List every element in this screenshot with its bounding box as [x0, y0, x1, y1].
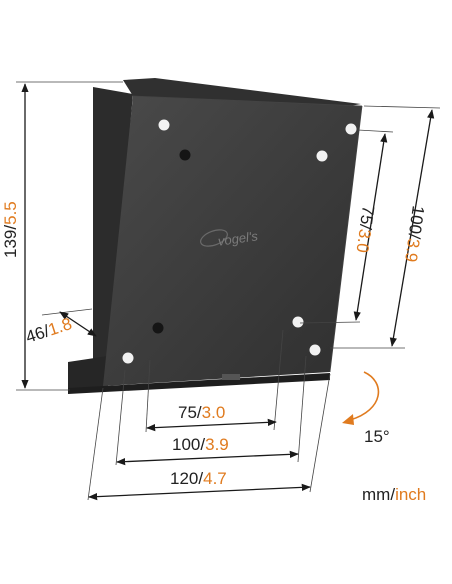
bracket-side-flange	[93, 87, 133, 385]
dim-vesa-h-100-sep: /	[200, 435, 205, 454]
dim-horizontal-extension-lines	[87, 329, 331, 501]
svg-text:120/4.7: 120/4.7	[170, 469, 227, 488]
dim-vesa-h-75-mm: 75	[178, 403, 197, 422]
vesa-hole	[292, 316, 304, 328]
dim-vesa-v-small-inch: 3.0	[352, 228, 374, 254]
dim-width-inch: 4.7	[203, 469, 227, 488]
units-legend: mm/inch	[362, 485, 426, 504]
bracket-bottom-lip	[68, 356, 108, 392]
dim-vesa-v-large-mm: 100	[405, 204, 428, 235]
vesa-hole	[345, 123, 357, 135]
svg-text:mm/inch: mm/inch	[362, 485, 426, 504]
dim-vesa-v-small-sep: /	[356, 223, 376, 231]
dim-vesa-h-100-inch: 3.9	[205, 435, 229, 454]
bracket-top-flange	[123, 78, 361, 110]
dim-vesa-v-large-sep: /	[404, 233, 424, 241]
wall-bracket: vogel's	[68, 78, 363, 394]
bracket-front-plate	[103, 96, 362, 386]
vesa-hole	[152, 322, 164, 334]
dim-vesa-v-large: 100/3.9	[330, 105, 441, 349]
tilt-arrow-icon	[349, 371, 380, 421]
dim-vesa-h-100: 100/3.9	[116, 435, 299, 466]
svg-text:100/3.9: 100/3.9	[172, 435, 229, 454]
vogels-logo-text: vogel's	[217, 228, 259, 248]
tilt-arrowhead-icon	[342, 414, 354, 425]
dim-depth-sep: /	[41, 321, 52, 341]
vesa-hole	[309, 344, 321, 356]
vogels-logo: vogel's	[200, 228, 259, 249]
tilt-label: 15°	[364, 427, 390, 446]
svg-text:100/3.9: 100/3.9	[401, 204, 428, 263]
svg-text:75/3.0: 75/3.0	[178, 403, 225, 422]
bracket-bottom-edge	[68, 373, 330, 394]
tilt-indicator: 15°	[342, 371, 390, 446]
dim-vesa-h-75-sep: /	[197, 403, 202, 422]
dim-height-mm: 139	[1, 230, 20, 258]
dim-height: 139/5.5	[1, 81, 123, 391]
dim-vesa-h-75: 75/3.0	[146, 403, 277, 432]
vesa-hole	[179, 149, 191, 161]
units-legend-inch: inch	[395, 485, 426, 504]
dim-vesa-h-100-mm: 100	[172, 435, 200, 454]
bracket-lock-tab	[222, 374, 240, 380]
units-legend-sep: /	[390, 485, 395, 504]
svg-text:75/3.0: 75/3.0	[352, 204, 377, 253]
dim-vesa-v-small: 75/3.0	[299, 129, 394, 324]
dim-width-sep: /	[198, 469, 203, 488]
dim-vesa-v-large-inch: 3.9	[401, 237, 423, 263]
vesa-hole	[122, 352, 134, 364]
dim-depth: 46/1.8	[23, 308, 97, 347]
vesa-hole	[158, 119, 170, 131]
svg-text:139/5.5: 139/5.5	[1, 201, 20, 258]
dim-height-inch: 5.5	[1, 201, 20, 225]
dim-height-sep: /	[1, 225, 20, 230]
svg-text:46/1.8: 46/1.8	[23, 314, 74, 347]
vesa-holes	[122, 119, 357, 364]
dim-width-mm: 120	[170, 469, 198, 488]
units-legend-mm: mm	[362, 485, 390, 504]
dim-vesa-v-small-mm: 75	[356, 204, 377, 225]
vesa-hole	[316, 150, 328, 162]
dim-depth-mm: 46	[23, 323, 47, 347]
dim-width: 120/4.7	[88, 469, 311, 501]
dim-vesa-h-75-inch: 3.0	[202, 403, 226, 422]
